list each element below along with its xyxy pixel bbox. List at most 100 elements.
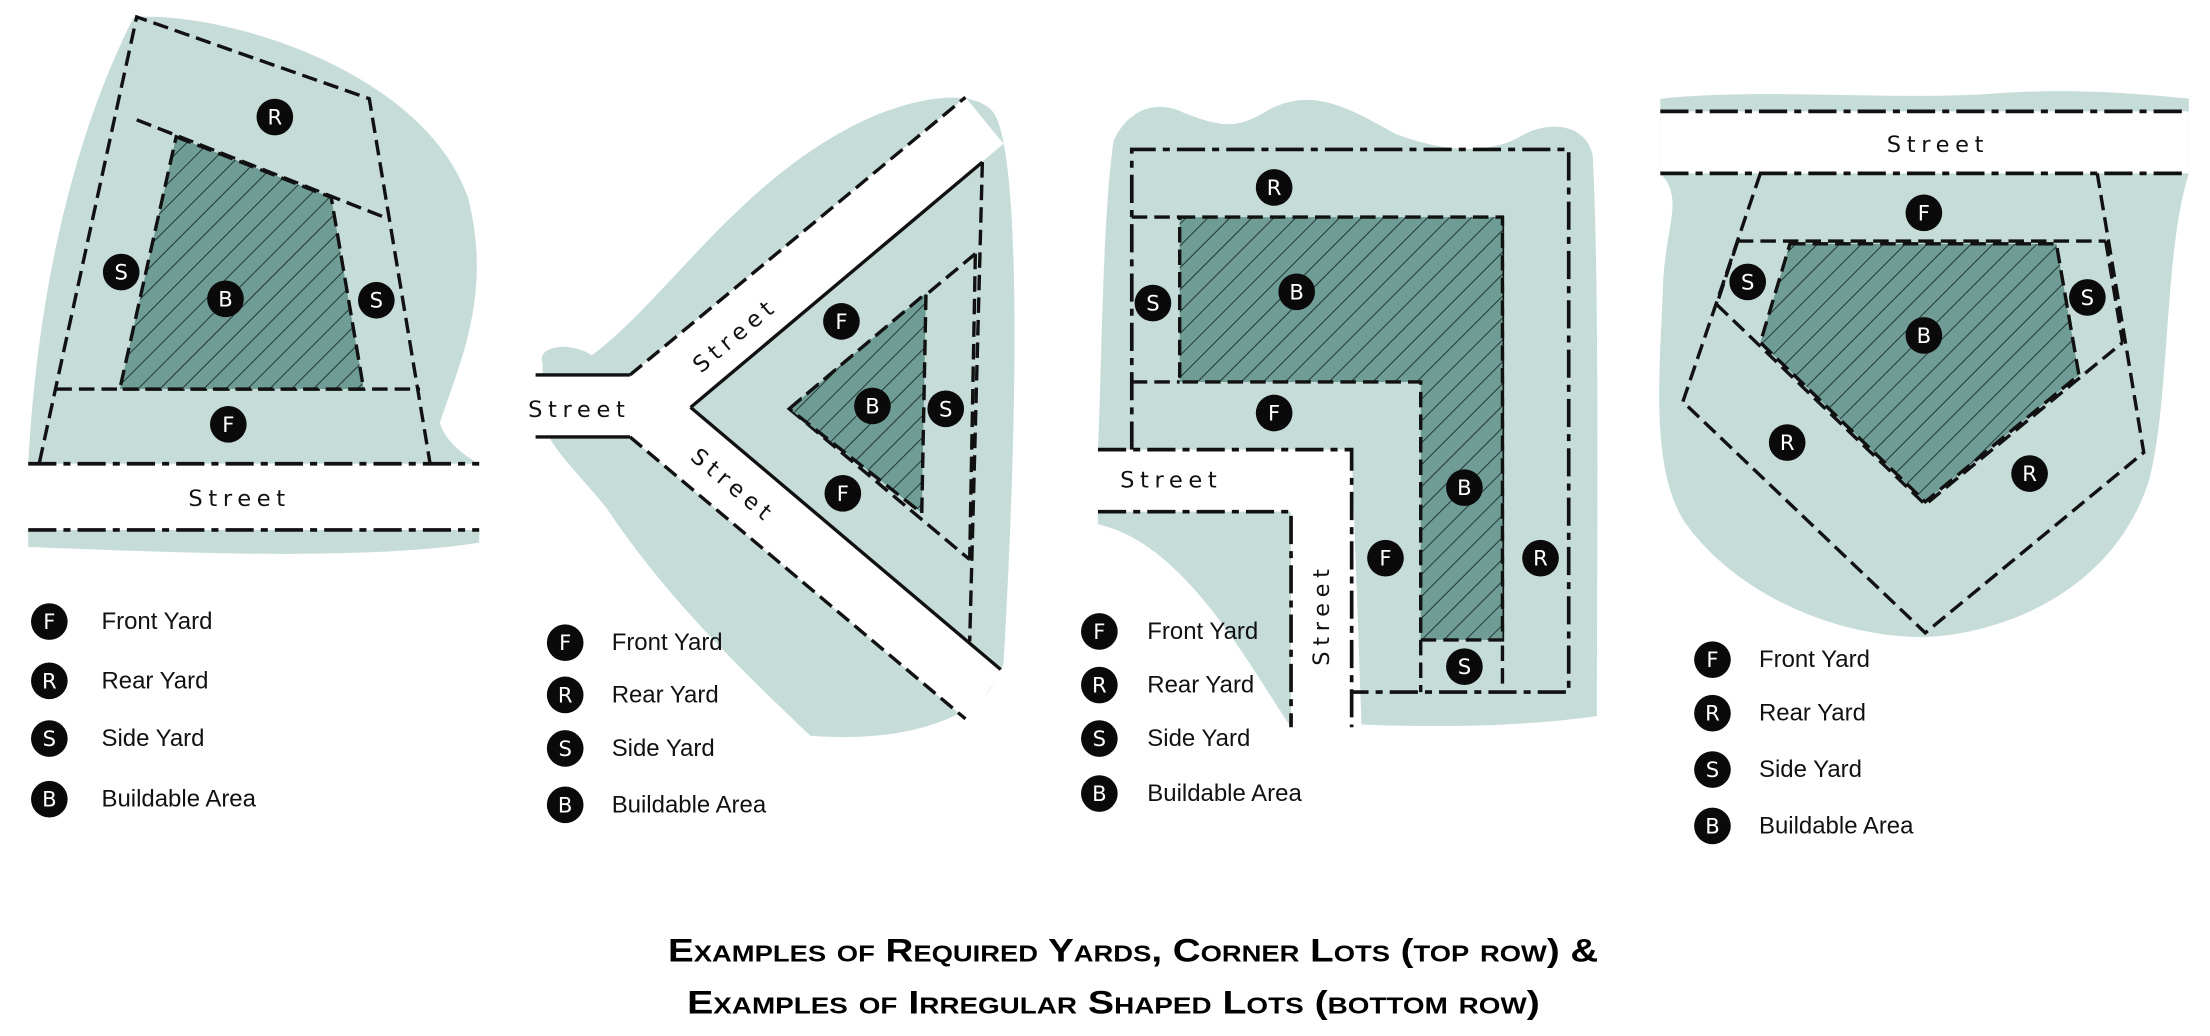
svg-text:S: S [558, 736, 571, 761]
svg-text:R: R [1533, 546, 1548, 571]
legend-marker: R [31, 662, 68, 700]
legend-label: Side Yard [612, 735, 715, 762]
lot-line [968, 162, 985, 642]
front-yard-marker: F [824, 475, 862, 512]
rear-yard-marker: R [256, 98, 294, 136]
svg-text:F: F [43, 609, 55, 634]
legend-marker: R [1081, 666, 1118, 704]
rear-yard-marker: R [1768, 424, 1806, 461]
street-label: Street [1887, 132, 1989, 158]
svg-text:R: R [1092, 673, 1107, 698]
lot-line [1680, 172, 2146, 636]
svg-text:B: B [1917, 323, 1932, 348]
legend-label: Rear Yard [1147, 672, 1254, 699]
legend-marker: B [1081, 775, 1118, 812]
legend-label: Front Yard [1147, 618, 1258, 645]
front-yard-marker: F [1255, 394, 1293, 432]
svg-text:F: F [1093, 619, 1105, 644]
legend-label: Buildable Area [1147, 780, 1302, 807]
legend-marker: R [546, 676, 584, 714]
street-label: Street [1120, 468, 1222, 494]
side-yard-marker: S [1446, 648, 1483, 686]
side-setback-line [968, 253, 978, 560]
legend-marker: S [546, 730, 584, 767]
diagram-pentagonal-lot: F S S B R R Street F Front Yard R Rear Y… [1659, 91, 2189, 845]
street-edge [1097, 509, 1293, 728]
street-label: Street [528, 397, 630, 423]
legend-label: Front Yard [612, 629, 723, 656]
svg-text:R: R [42, 668, 57, 693]
svg-text:S: S [115, 260, 128, 285]
svg-text:R: R [1780, 430, 1795, 455]
svg-text:F: F [559, 630, 571, 655]
legend-marker: F [546, 624, 584, 662]
buildable-area [1758, 242, 2081, 505]
buildable-area-marker: B [854, 387, 891, 425]
street-road [1660, 111, 2189, 174]
legend-label: Front Yard [101, 608, 212, 635]
buildable-area-marker: B [1446, 469, 1483, 507]
svg-text:R: R [1267, 175, 1282, 200]
legend-label: Side Yard [101, 725, 204, 752]
lot-line [37, 14, 432, 463]
legend: F Front Yard R Rear Yard S Side Yard B B… [1694, 641, 1914, 845]
legend-label: Buildable Area [1759, 812, 1914, 839]
buildable-area [117, 134, 366, 391]
side-yard-marker: S [102, 253, 140, 291]
side-yard-marker: S [357, 281, 395, 319]
svg-text:F: F [835, 309, 847, 334]
street-label: Street [1309, 563, 1335, 665]
svg-text:F: F [1268, 400, 1280, 425]
legend-marker: F [1694, 641, 1731, 678]
rear-yard-marker: R [2011, 455, 2048, 492]
rear-yard-marker: R [1255, 169, 1293, 206]
legend-marker: B [31, 780, 68, 818]
rear-yard-marker: R [1522, 539, 1559, 577]
legend-marker: S [1081, 720, 1118, 757]
svg-text:S: S [939, 396, 952, 421]
svg-text:F: F [1918, 200, 1930, 225]
side-yard-marker: S [1729, 263, 1767, 301]
svg-text:F: F [1706, 647, 1718, 672]
legend-marker: B [1694, 807, 1731, 845]
yard-area [541, 97, 1015, 738]
svg-text:B: B [42, 787, 56, 812]
legend-marker: S [31, 720, 68, 757]
legend-label: Side Yard [1147, 725, 1250, 752]
legend-marker: R [1694, 694, 1731, 732]
svg-text:B: B [1705, 813, 1720, 838]
svg-text:B: B [218, 286, 233, 311]
legend-marker: S [1694, 751, 1731, 788]
lot-line [689, 406, 1002, 671]
front-yard-marker: F [1367, 539, 1404, 577]
buildable-area-marker: B [207, 280, 244, 318]
street-edge [1097, 447, 1354, 728]
legend-marker: F [1081, 613, 1118, 650]
svg-text:B: B [1457, 475, 1472, 500]
legend-label: Buildable Area [101, 786, 256, 813]
svg-text:S: S [1146, 291, 1159, 316]
yard-area [1097, 511, 1292, 728]
front-setback-line [788, 407, 971, 561]
front-yard-marker: F [210, 405, 247, 443]
caption-line-2: Examples of Irregular Shaped Lots (botto… [687, 984, 1540, 1020]
diagram-triangular-lot: F B S F Street Street Street F Front Yar… [528, 95, 1015, 824]
svg-text:B: B [1092, 781, 1107, 806]
legend-label: Rear Yard [101, 667, 208, 694]
legend-label: Buildable Area [612, 791, 767, 818]
svg-text:R: R [1705, 701, 1720, 726]
svg-text:S: S [1741, 269, 1754, 294]
buildable-area-marker: B [1278, 273, 1316, 311]
caption-line-1: Examples of Required Yards, Corner Lots … [668, 932, 1598, 968]
buildable-area-marker: B [1905, 317, 1943, 354]
svg-text:S: S [1706, 757, 1719, 782]
side-yard-marker: S [1134, 284, 1172, 322]
legend: F Front Yard R Rear Yard S Side Yard B B… [546, 624, 767, 824]
side-yard-marker: S [2069, 279, 2106, 316]
svg-text:R: R [267, 105, 282, 130]
svg-text:B: B [1289, 279, 1304, 304]
diagram-regular-lot: R S B S F Street F Front Yard R Rear Yar… [25, 14, 483, 818]
side-setback-line [2104, 240, 2125, 343]
legend-label: Front Yard [1759, 646, 1870, 673]
